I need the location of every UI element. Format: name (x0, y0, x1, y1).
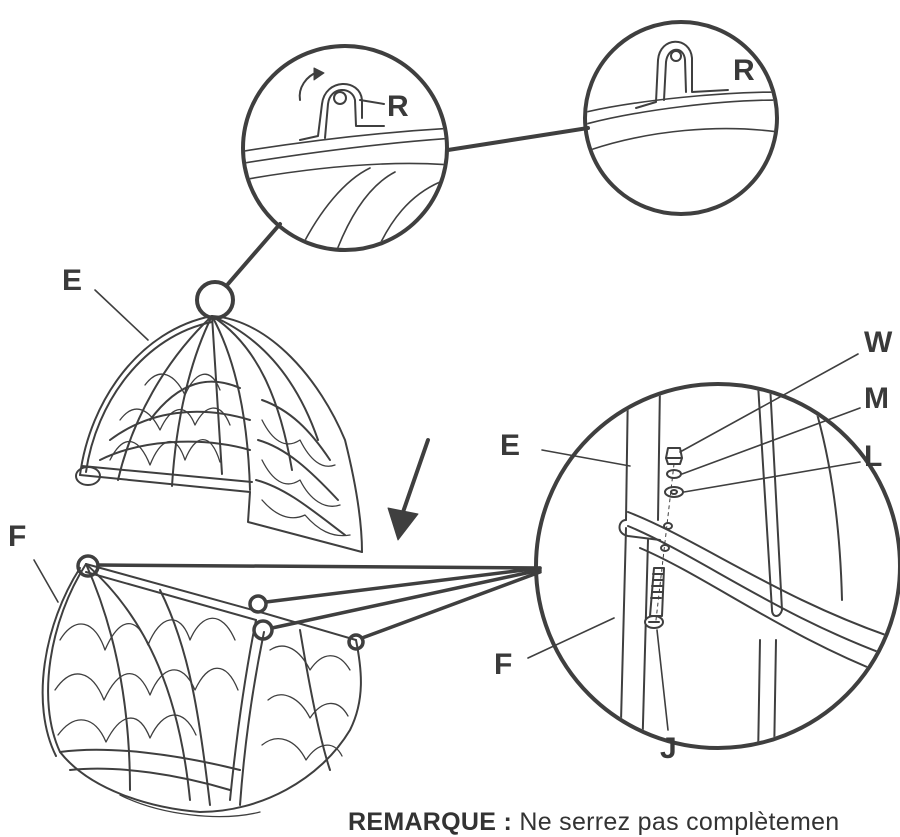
upper-shell-e (75, 315, 363, 553)
hook-detail-rotate (241, 44, 449, 252)
label-e-top: E (62, 264, 82, 297)
label-r-left: R (387, 90, 409, 123)
remark-text: Ne serrez pas complètemen (512, 808, 840, 836)
hook-detail-final (583, 20, 779, 216)
label-f-bottom: F (8, 520, 26, 553)
remark-note: REMARQUE : Ne serrez pas complètemen (348, 808, 840, 837)
label-j: J (660, 732, 677, 765)
down-arrow-icon (387, 438, 430, 541)
label-m: M (864, 382, 889, 415)
label-f-detail: F (494, 648, 512, 681)
label-w: W (864, 326, 893, 359)
remark-prefix: REMARQUE : (348, 808, 513, 836)
lower-shell-f (41, 563, 362, 818)
label-e-detail: E (500, 429, 520, 462)
label-l: L (864, 440, 882, 473)
bolt-detail (534, 382, 900, 750)
label-r-right: R (733, 54, 755, 87)
connection-points (76, 554, 542, 651)
